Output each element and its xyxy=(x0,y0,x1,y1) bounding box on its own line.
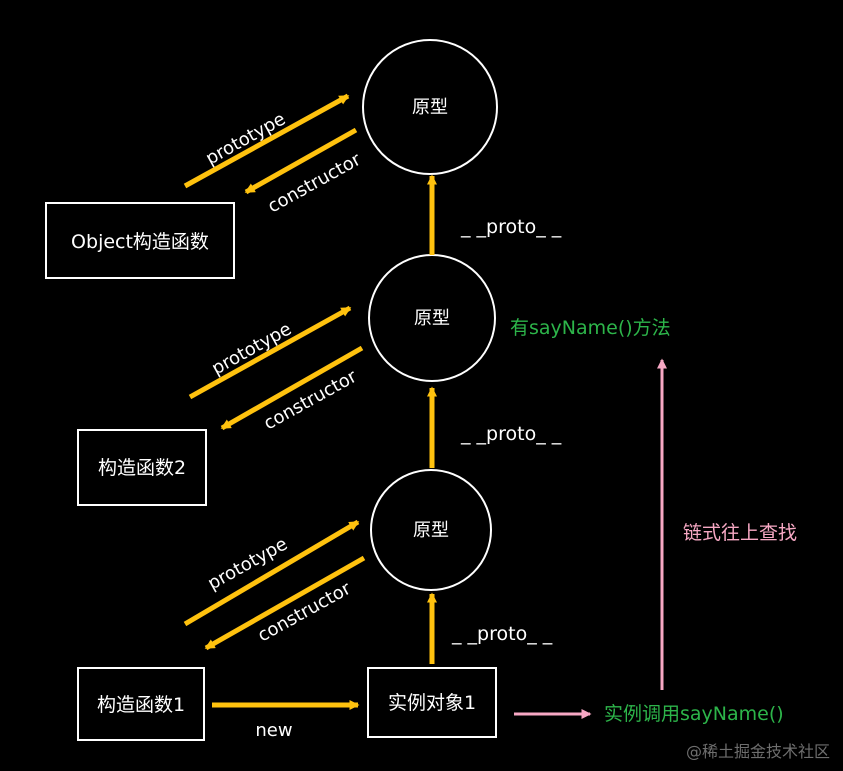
prototype-node-middle: 原型 xyxy=(368,254,496,382)
prototype-node-top-label: 原型 xyxy=(412,97,448,118)
constructor-arrow-bottom xyxy=(204,555,366,651)
prototype-arrow-bottom xyxy=(183,519,360,627)
prototype-node-bottom-label: 原型 xyxy=(413,520,449,541)
prototype-node-middle-label: 原型 xyxy=(414,308,450,329)
constructor-2-box: 构造函数2 xyxy=(77,429,207,506)
instance-object-label: 实例对象1 xyxy=(388,692,476,714)
object-constructor-label: Object构造函数 xyxy=(71,231,209,253)
lookup-note: 链式往上查找 xyxy=(683,522,797,544)
watermark: @稀土掘金技术社区 xyxy=(686,742,830,761)
call-note: 实例调用sayName() xyxy=(604,703,784,725)
object-constructor-box: Object构造函数 xyxy=(45,202,235,279)
proto-label-upper: _ _proto_ _ xyxy=(460,216,562,238)
new-label: new xyxy=(255,720,292,741)
prototype-label-middle: prototype xyxy=(208,318,295,379)
proto-label-lower: _ _proto_ _ xyxy=(451,623,553,645)
prototype-node-top: 原型 xyxy=(362,39,498,175)
constructor-label-top: constructor xyxy=(264,149,365,218)
prototype-arrow-top xyxy=(183,93,350,189)
constructor-1-label: 构造函数1 xyxy=(97,694,185,716)
constructor-2-label: 构造函数2 xyxy=(98,457,186,479)
instance-object-box: 实例对象1 xyxy=(367,667,497,738)
prototype-label-top: prototype xyxy=(202,108,289,169)
prototype-arrow-middle xyxy=(188,305,352,400)
constructor-1-box: 构造函数1 xyxy=(77,667,205,741)
prototype-node-bottom: 原型 xyxy=(370,469,492,591)
constructor-arrow-top xyxy=(244,127,358,195)
proto-label-middle: _ _proto_ _ xyxy=(460,423,562,445)
constructor-arrow-middle xyxy=(220,345,364,431)
has-method-note: 有sayName()方法 xyxy=(510,317,671,339)
